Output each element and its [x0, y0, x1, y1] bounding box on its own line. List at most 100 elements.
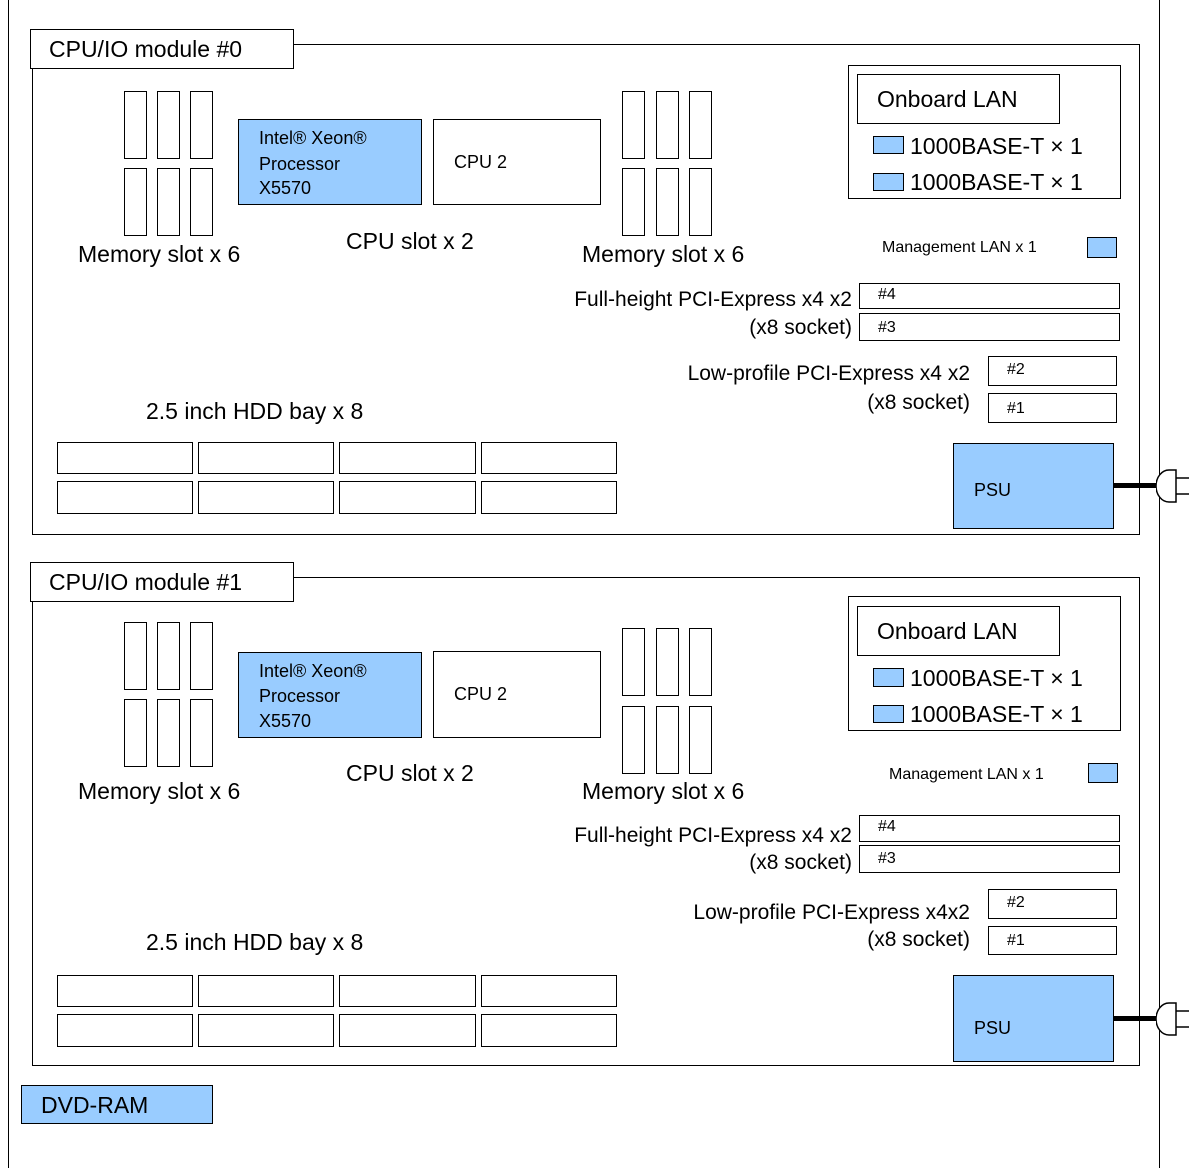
- memory-slot: [656, 706, 679, 774]
- pcie-slot-4-label: #4: [878, 286, 896, 303]
- hdd-bay-label: 2.5 inch HDD bay x 8: [146, 398, 364, 424]
- power-cable: [1114, 1016, 1162, 1021]
- pcie-slot-1-label: #1: [1007, 932, 1025, 949]
- memory-slot: [190, 91, 213, 159]
- hdd-bay-label: 2.5 inch HDD bay x 8: [146, 929, 364, 955]
- lowprofile-pcie-socket: (x8 socket): [867, 391, 970, 414]
- hdd-bay: [198, 975, 334, 1007]
- memory-slot: [656, 168, 679, 236]
- memory-slot: [124, 168, 147, 236]
- memory-slot: [689, 91, 712, 159]
- pcie-slot-3: #3: [859, 313, 1120, 341]
- psu: PSU: [953, 443, 1114, 529]
- hdd-bay: [198, 1014, 334, 1047]
- hdd-bay: [481, 442, 617, 474]
- pcie-slot-2-label: #2: [1007, 894, 1025, 911]
- power-plug-icon: [1156, 1002, 1189, 1036]
- hdd-bay: [481, 1014, 617, 1047]
- memory-slot: [622, 91, 645, 159]
- memory-left-label: Memory slot x 6: [78, 241, 241, 267]
- lan-port-icon: [873, 173, 904, 191]
- hdd-bay: [57, 975, 193, 1007]
- hdd-bay: [339, 442, 476, 474]
- hdd-bay: [339, 975, 476, 1007]
- cpu-2: CPU 2: [433, 651, 601, 738]
- management-lan-label: Management LAN x 1: [882, 239, 1037, 256]
- memory-slot: [622, 168, 645, 236]
- onboard-lan-title: Onboard LAN: [877, 618, 1018, 644]
- lan-port-1-label: 1000BASE-T × 1: [910, 133, 1083, 159]
- cpu-1-line2: Processor: [259, 154, 341, 174]
- pcie-slot-2: #2: [988, 356, 1117, 386]
- hdd-bay: [198, 442, 334, 474]
- memory-slot: [124, 622, 147, 690]
- hdd-bay: [481, 481, 617, 514]
- power-plug-icon: [1156, 469, 1189, 503]
- cpu-1-line1: Intel® Xeon®: [259, 128, 367, 148]
- fullheight-pcie-socket: (x8 socket): [749, 316, 852, 339]
- onboard-lan-title-box: Onboard LAN: [857, 74, 1060, 124]
- dvd-ram-label: DVD-RAM: [41, 1092, 149, 1118]
- fullheight-pcie-label: Full-height PCI-Express x4 x2: [574, 288, 852, 311]
- memory-slot: [689, 168, 712, 236]
- memory-slot: [656, 91, 679, 159]
- pcie-slot-1: #1: [988, 926, 1117, 955]
- pcie-slot-2: #2: [988, 889, 1117, 919]
- memory-slot: [190, 622, 213, 690]
- pcie-slot-4: #4: [859, 283, 1120, 309]
- psu-label: PSU: [974, 480, 1012, 500]
- lan-port-2-label: 1000BASE-T × 1: [910, 701, 1083, 727]
- cpu-1-line2: Processor: [259, 686, 341, 706]
- hdd-bay: [57, 442, 193, 474]
- management-lan-label: Management LAN x 1: [889, 766, 1044, 783]
- psu: PSU: [953, 975, 1114, 1062]
- cpu-slot-label: CPU slot x 2: [346, 760, 474, 786]
- pcie-slot-1: #1: [988, 393, 1117, 423]
- memory-slot: [124, 91, 147, 159]
- fullheight-pcie-socket: (x8 socket): [749, 851, 852, 874]
- pcie-slot-3-label: #3: [878, 319, 896, 336]
- cpu-1-line1: Intel® Xeon®: [259, 661, 367, 681]
- memory-left-label: Memory slot x 6: [78, 778, 241, 804]
- memory-slot: [689, 706, 712, 774]
- pcie-slot-4-label: #4: [878, 818, 896, 835]
- power-cable: [1114, 483, 1162, 488]
- lan-port-icon: [873, 668, 904, 687]
- memory-right-label: Memory slot x 6: [582, 778, 745, 804]
- hdd-bay: [339, 1014, 476, 1047]
- memory-slot: [157, 168, 180, 236]
- cpu-slot-label: CPU slot x 2: [346, 228, 474, 254]
- cpu-1-line3: X5570: [259, 711, 312, 731]
- pcie-slot-4: #4: [859, 815, 1120, 842]
- hdd-bay: [57, 481, 193, 514]
- onboard-lan-title-box: Onboard LAN: [857, 606, 1060, 656]
- management-lan-port-icon: [1087, 237, 1117, 258]
- cpu-2-label: CPU 2: [454, 152, 508, 172]
- memory-slot: [157, 622, 180, 690]
- lan-port-2-label: 1000BASE-T × 1: [910, 169, 1083, 195]
- lowprofile-pcie-label: Low-profile PCI-Express x4x2: [693, 901, 970, 924]
- pcie-slot-2-label: #2: [1007, 361, 1025, 378]
- lowprofile-pcie-socket: (x8 socket): [867, 928, 970, 951]
- memory-slot: [190, 168, 213, 236]
- onboard-lan-title: Onboard LAN: [877, 86, 1018, 112]
- lowprofile-pcie-label: Low-profile PCI-Express x4 x2: [687, 362, 970, 385]
- lan-port-icon: [873, 136, 904, 154]
- pcie-slot-3: #3: [859, 845, 1120, 873]
- memory-slot: [622, 706, 645, 774]
- memory-slot: [622, 628, 645, 696]
- hdd-bay: [339, 481, 476, 514]
- pcie-slot-1-label: #1: [1007, 400, 1025, 417]
- hdd-bay: [198, 481, 334, 514]
- memory-slot: [124, 699, 147, 767]
- memory-slot: [190, 699, 213, 767]
- memory-slot: [689, 628, 712, 696]
- memory-slot: [157, 91, 180, 159]
- memory-right-label: Memory slot x 6: [582, 241, 745, 267]
- lan-port-icon: [873, 705, 904, 723]
- hdd-bay: [481, 975, 617, 1007]
- cpu-1-line3: X5570: [259, 178, 312, 198]
- cpu-1: Intel® Xeon® Processor X5570: [238, 119, 422, 205]
- lan-port-1-label: 1000BASE-T × 1: [910, 665, 1083, 691]
- memory-slot: [157, 699, 180, 767]
